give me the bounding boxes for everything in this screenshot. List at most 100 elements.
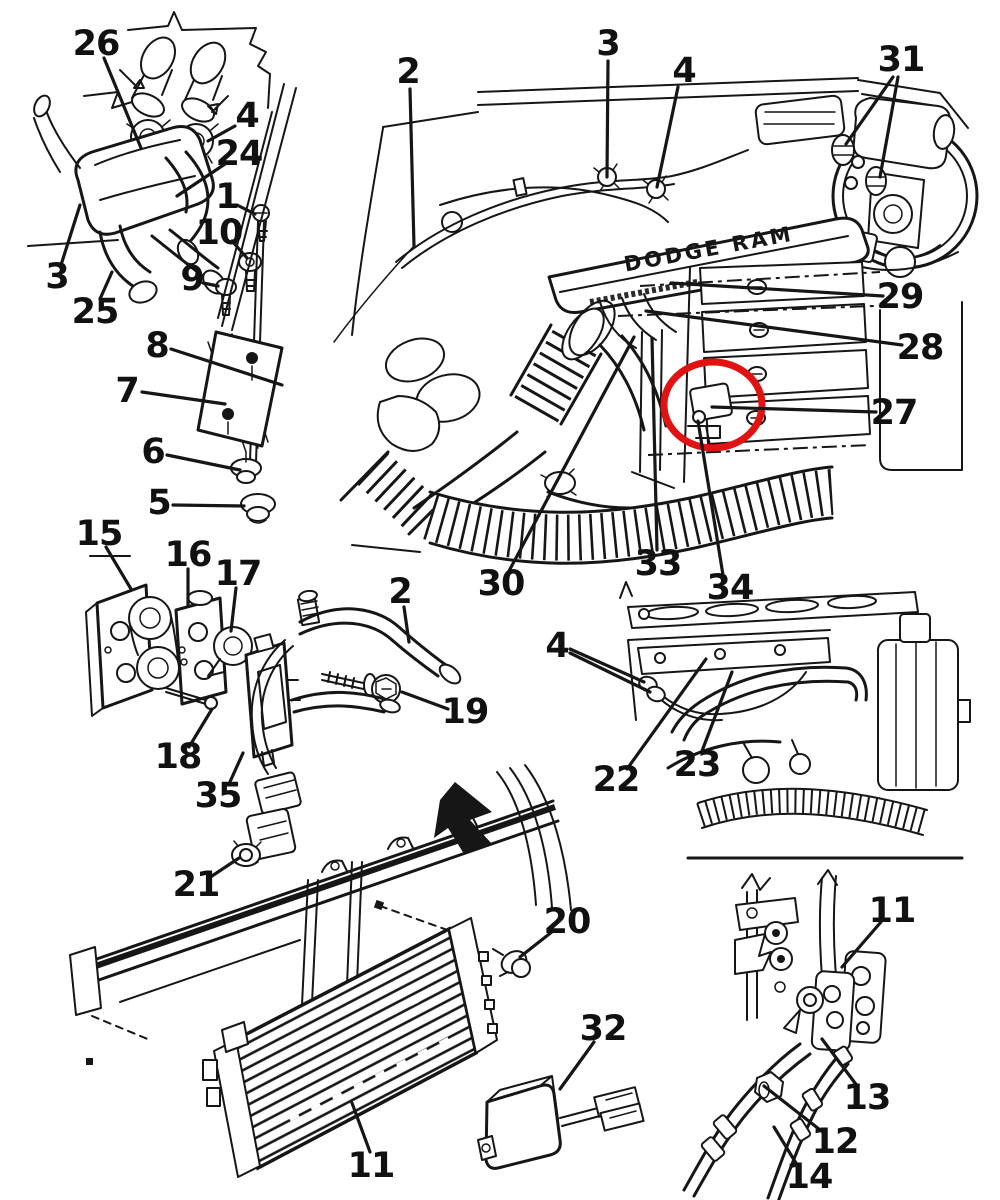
vacuum-sensor	[687, 382, 733, 447]
leader-line-27	[710, 405, 878, 414]
grommet-5	[240, 493, 276, 524]
leader-line-2a	[408, 87, 416, 248]
leader-line-13	[820, 1037, 860, 1089]
fender-apron-view	[619, 581, 971, 860]
apron-bracket	[637, 637, 831, 675]
leader-line-33	[650, 336, 659, 552]
vacuum-harness	[333, 149, 749, 343]
callout-2b: 2	[388, 572, 411, 612]
callout-4a: 4	[235, 96, 258, 136]
condenser-view	[69, 764, 572, 1178]
leader-line-24	[175, 162, 227, 198]
gasket-15	[128, 596, 180, 690]
callout-11a: 11	[348, 1146, 395, 1186]
leader-line-1	[235, 203, 257, 216]
position-arrow-right	[207, 95, 229, 115]
leader-line-12	[762, 1084, 826, 1135]
leader-line-4c	[568, 651, 652, 694]
bracket-7	[196, 330, 284, 453]
callout-17: 17	[215, 554, 262, 594]
leader-line-32	[558, 1040, 596, 1091]
leader-line-11a	[350, 1101, 372, 1154]
callout-29: 29	[877, 277, 924, 317]
grommet-6	[230, 451, 262, 484]
h-valve-35	[244, 633, 301, 767]
leader-line-17	[229, 586, 238, 633]
block-16	[174, 590, 228, 706]
leader-line-25	[98, 270, 114, 301]
relay-32	[477, 1075, 645, 1170]
highlight-circle	[660, 358, 766, 452]
slotted-sill	[619, 581, 919, 629]
callout-22: 22	[593, 760, 640, 800]
ac-hoses	[682, 1042, 854, 1200]
callout-28: 28	[897, 328, 944, 368]
callout-26: 26	[73, 24, 120, 64]
leader-line-7	[140, 390, 227, 406]
overflow-bottle	[877, 613, 971, 791]
leader-line-10	[230, 239, 249, 260]
small-hose	[33, 109, 81, 173]
callout-27: 27	[871, 393, 918, 433]
hose-24	[182, 150, 210, 250]
callout-4c: 4	[545, 626, 568, 666]
leader-line-31	[878, 75, 900, 179]
callout-30: 30	[478, 564, 525, 604]
leader-line-14	[772, 1125, 801, 1170]
leader-line-26	[102, 56, 143, 150]
fan-shroud	[422, 465, 835, 565]
leader-line-4c	[568, 647, 646, 684]
callout-1: 1	[215, 177, 238, 217]
callout-3b: 3	[596, 24, 619, 64]
leader-line-4a	[206, 124, 237, 143]
callout-6: 6	[141, 432, 164, 472]
inner-fender-panel	[879, 301, 963, 471]
engine-below	[666, 739, 930, 837]
hose-2-lower	[290, 691, 390, 714]
callout-4b: 4	[672, 51, 695, 91]
callout-20: 20	[544, 902, 591, 942]
callout-15: 15	[76, 514, 123, 554]
callout-14: 14	[786, 1157, 833, 1197]
right-channel	[448, 917, 498, 1054]
hose-25	[98, 224, 152, 290]
vacuum-line	[333, 245, 415, 343]
expansion-valve-assembly	[85, 583, 462, 860]
ring-terminal	[783, 986, 824, 1034]
position-arrow-left	[119, 69, 145, 89]
leader-line-9	[201, 281, 220, 288]
callout-34: 34	[707, 568, 754, 608]
leader-line-35	[227, 751, 245, 786]
callout-21: 21	[173, 865, 220, 905]
callout-18: 18	[155, 737, 202, 777]
hose-fitting-left	[131, 36, 177, 118]
water-valve-body	[74, 125, 215, 236]
condenser	[202, 917, 498, 1178]
direction-arrow	[434, 782, 492, 854]
clip-21	[231, 840, 262, 867]
heater-hose-assembly	[27, 11, 297, 524]
callout-33: 33	[635, 544, 682, 584]
bolt-18	[165, 687, 218, 710]
callout-25: 25	[72, 292, 119, 332]
callout-2a: 2	[396, 52, 419, 92]
callout-8: 8	[145, 326, 168, 366]
leader-line-5	[171, 503, 246, 508]
leader-line-11b	[840, 920, 883, 969]
duct-open-end	[561, 307, 605, 361]
leader-line-2b	[402, 605, 411, 644]
leader-line-20	[518, 929, 555, 959]
callout-5: 5	[147, 483, 170, 523]
dash-panel-edge	[217, 83, 297, 331]
leader-line-3b	[605, 59, 610, 179]
callout-9: 9	[180, 259, 203, 299]
bolt-pair	[764, 921, 793, 993]
leader-line-8	[169, 347, 284, 387]
callout-7: 7	[115, 371, 138, 411]
leader-line-28	[644, 309, 904, 347]
leader-line-4b	[655, 85, 680, 189]
support-stays	[301, 861, 363, 1011]
apron-edge	[627, 629, 831, 721]
